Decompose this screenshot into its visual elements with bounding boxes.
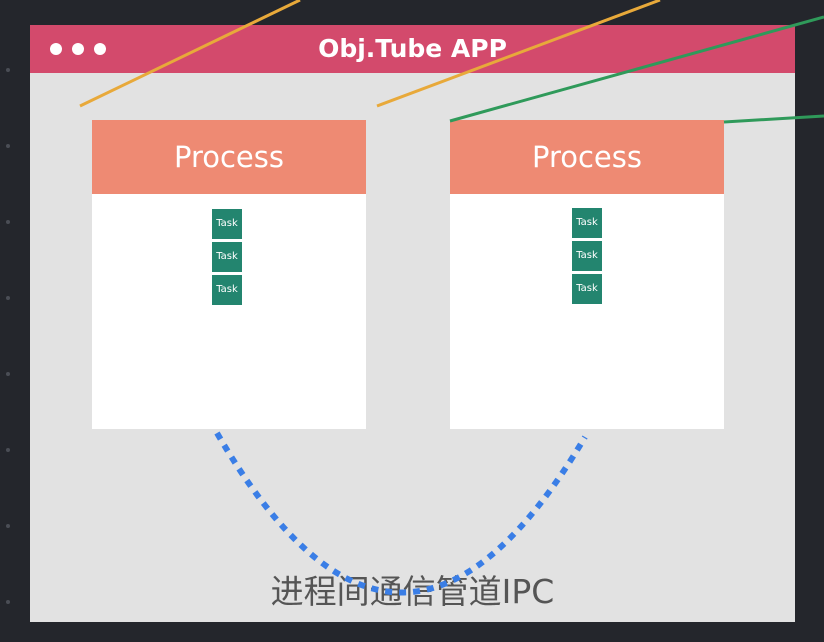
- task-box: Task: [572, 241, 602, 271]
- task-box: Task: [212, 275, 242, 305]
- app-window: Obj.Tube APP Process Task Task Task Proc…: [30, 25, 795, 622]
- task-box: Task: [572, 208, 602, 238]
- app-title: Obj.Tube APP: [318, 34, 507, 63]
- task-box: Task: [212, 242, 242, 272]
- window-dot-icon: [50, 43, 62, 55]
- task-box: Task: [212, 209, 242, 239]
- edge-dot: [6, 524, 10, 528]
- ipc-label: 进程间通信管道IPC: [270, 572, 555, 611]
- process-box-right: Process Task Task Task: [450, 120, 724, 429]
- process-header: Process: [450, 120, 724, 194]
- process-header: Process: [92, 120, 366, 194]
- edge-dot: [6, 220, 10, 224]
- window-titlebar: Obj.Tube APP: [30, 25, 795, 73]
- process-box-left: Process Task Task Task: [92, 120, 366, 429]
- edge-dot: [6, 296, 10, 300]
- edge-dot: [6, 600, 10, 604]
- edge-dot: [6, 68, 10, 72]
- task-box: Task: [572, 274, 602, 304]
- edge-dot: [6, 448, 10, 452]
- edge-dot: [6, 372, 10, 376]
- edge-dot: [6, 144, 10, 148]
